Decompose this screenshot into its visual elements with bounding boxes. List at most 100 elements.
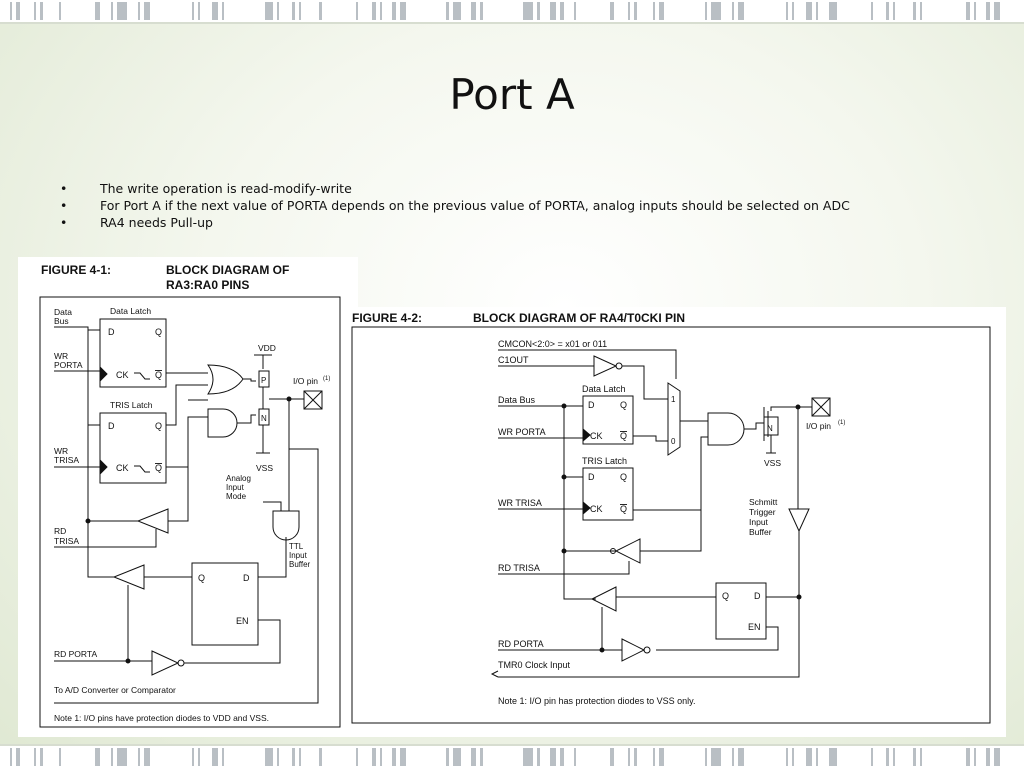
strip-bar — [829, 748, 837, 766]
strip-bar — [453, 2, 461, 20]
fig1-ttl-label: Input — [289, 551, 308, 560]
strip-bar — [653, 2, 655, 20]
fig2-tris-latch-label: TRIS Latch — [582, 456, 627, 466]
fig1-ttl-label: TTL — [289, 542, 304, 551]
fig2-rd-trisa-label: RD TRISA — [498, 563, 540, 573]
strip-bar — [994, 2, 1000, 20]
strip-bar — [453, 748, 461, 766]
fig2-input-latch-q: Q — [722, 591, 729, 601]
strip-bar — [871, 2, 873, 20]
strip-bar — [886, 2, 889, 20]
strip-bar — [711, 2, 721, 20]
strip-bar — [786, 748, 788, 766]
strip-bar — [560, 748, 564, 766]
fig2-tris-latch-box — [582, 467, 634, 521]
strip-bar — [974, 748, 976, 766]
strip-bar — [111, 2, 113, 20]
fig1-wr-porta-label: WR — [54, 351, 68, 361]
fig1-ad-converter-label: To A/D Converter or Comparator — [54, 685, 176, 695]
strip-bar — [711, 748, 721, 766]
figure-4-2-panel: FIGURE 4-2: BLOCK DIAGRAM OF RA4/T0CKI P… — [346, 307, 1006, 737]
strip-bar — [537, 2, 540, 20]
fig1-rd-porta-inverter — [151, 650, 180, 676]
strip-bar — [356, 2, 358, 20]
strip-bar — [792, 2, 794, 20]
strip-bar — [16, 748, 20, 766]
fig2-tris-d: D — [588, 472, 595, 482]
strip-bar — [446, 748, 449, 766]
bullet-text: For Port A if the next value of PORTA de… — [100, 198, 850, 213]
fig2-and-gate — [707, 412, 745, 446]
strip-bar — [986, 2, 990, 20]
fig2-input-latch-box — [715, 582, 767, 640]
fig1-tris-q: Q — [155, 421, 162, 431]
fig2-c1out-label: C1OUT — [498, 355, 529, 365]
fig1-frame — [39, 296, 341, 728]
strip-bar — [732, 748, 734, 766]
fig2-n-label: N — [767, 424, 773, 433]
strip-bar — [913, 748, 916, 766]
strip-bar — [16, 2, 20, 20]
strip-bar — [292, 2, 295, 20]
strip-bar — [816, 748, 818, 766]
strip-bar — [59, 748, 61, 766]
strip-bar — [144, 2, 150, 20]
strip-bar — [34, 2, 36, 20]
strip-bar — [471, 748, 476, 766]
fig2-cmcon-label: CMCON<2:0> = x01 or 011 — [498, 339, 607, 349]
strip-bar — [111, 748, 113, 766]
strip-bar — [292, 748, 295, 766]
strip-bar — [550, 2, 556, 20]
strip-bar — [610, 748, 614, 766]
fig2-io-pin-pad — [811, 397, 831, 417]
fig2-input-latch-en: EN — [748, 622, 761, 632]
strip-bar — [738, 748, 744, 766]
fig1-data-bus-label: Bus — [54, 316, 69, 326]
figure-4-2-diagram: FIGURE 4-2: BLOCK DIAGRAM OF RA4/T0CKI P… — [351, 311, 991, 724]
fig2-tmr0-label: TMR0 Clock Input — [498, 660, 571, 670]
strip-bar — [212, 2, 218, 20]
fig1-latch-qbar: Q — [155, 370, 162, 380]
bullet-item: •The write operation is read-modify-writ… — [60, 180, 980, 197]
fig2-data-latch-box — [582, 395, 634, 445]
fig1-note: Note 1: I/O pins have protection diodes … — [54, 713, 269, 723]
fig2-latch-q: Q — [620, 400, 627, 410]
fig2-io-pin-label: I/O pin — [806, 421, 831, 431]
fig2-wr-porta-label: WR PORTA — [498, 427, 546, 437]
strip-bar — [446, 2, 449, 20]
strip-bar — [372, 748, 376, 766]
fig2-trisa-buffer — [614, 538, 641, 564]
fig2-data-latch-label: Data Latch — [582, 384, 626, 394]
fig1-n-label: N — [261, 414, 267, 423]
strip-bar — [893, 748, 895, 766]
fig1-p-label: P — [261, 376, 266, 385]
strip-bar — [705, 2, 707, 20]
strip-bar — [380, 748, 382, 766]
fig1-io-pin-pad — [303, 390, 323, 410]
strip-bar — [138, 2, 140, 20]
strip-bar — [920, 2, 922, 20]
fig1-ttl-label: Buffer — [289, 560, 311, 569]
strip-bar — [966, 2, 970, 20]
strip-bar — [634, 748, 637, 766]
fig1-tris-d: D — [108, 421, 115, 431]
strip-bar — [10, 748, 12, 766]
fig1-data-bus-label: Data — [54, 307, 72, 317]
top-decorative-strip — [0, 0, 1024, 24]
strip-bar — [816, 2, 818, 20]
strip-bar — [480, 2, 483, 20]
strip-bar — [144, 748, 150, 766]
strip-bar — [738, 2, 744, 20]
fig1-latch-ck: CK — [116, 370, 129, 380]
strip-bar — [34, 748, 36, 766]
strip-bar — [192, 748, 194, 766]
fig2-schmitt-label: Buffer — [749, 527, 772, 537]
fig1-trisa-buffer — [136, 508, 169, 534]
strip-bar — [574, 748, 576, 766]
fig2-porta-buffer — [590, 586, 617, 612]
strip-bar — [786, 2, 788, 20]
strip-bar — [319, 748, 322, 766]
strip-bar — [40, 2, 43, 20]
fig2-data-bus-label: Data Bus — [498, 395, 536, 405]
fig2-vss-label: VSS — [764, 458, 781, 468]
